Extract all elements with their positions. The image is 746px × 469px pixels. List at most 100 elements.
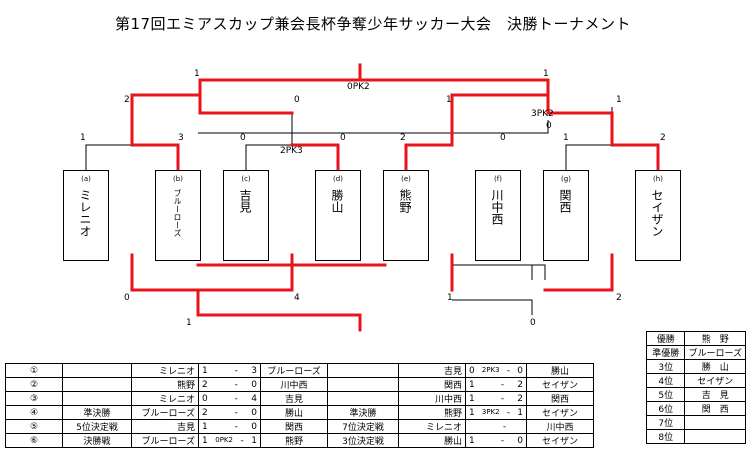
round-label (327, 377, 399, 392)
score: 2-0 (198, 405, 261, 420)
ranking-row: 8位 (645, 429, 746, 444)
ranking-row: 準優勝ブルーローズ (645, 345, 746, 360)
rank-team: 吉 見 (684, 387, 746, 402)
score-sf-right-pk: 3PK2 (531, 109, 554, 119)
score: 1-0 (465, 433, 527, 448)
pk-score: 2PK3 (481, 365, 500, 374)
score-r1-d: 0 (340, 133, 346, 143)
round-label: 準決勝 (62, 405, 132, 420)
dash: - (506, 365, 511, 376)
round-label: 決勝戦 (62, 433, 132, 448)
score-lower-right-2: 2 (616, 293, 622, 303)
away-score: 0 (517, 365, 523, 376)
dash: - (500, 435, 505, 446)
away-score: 0 (251, 407, 257, 418)
score: 1-2 (465, 377, 527, 392)
team-name: 吉見 (238, 189, 252, 213)
team-name: 勝山 (330, 189, 344, 213)
dash: - (234, 421, 238, 432)
team-name: ブルーローズ (173, 189, 182, 237)
score-final-pk: 0PK2 (347, 82, 370, 92)
ranking-row: 3位勝 山 (645, 359, 746, 374)
away-team: セイザン (526, 433, 594, 448)
team-box-e: (e) 熊野 (383, 170, 429, 261)
rank-team: ブルーローズ (684, 345, 746, 360)
home-score: 1 (469, 407, 475, 418)
score: - (465, 419, 527, 434)
rank-team: 熊 野 (684, 331, 746, 346)
team-code: (g) (561, 175, 571, 183)
score: 0-4 (198, 391, 261, 406)
home-team: 川中西 (398, 391, 466, 406)
score-lower-right-1: 1 (447, 293, 453, 303)
dash: - (500, 393, 505, 404)
home-team: 吉見 (398, 363, 466, 378)
score-lower-final-left: 1 (186, 318, 192, 328)
rank-label: 4位 (645, 373, 686, 388)
rank-label: 準優勝 (645, 345, 686, 360)
rank-team: セイザン (684, 373, 746, 388)
rank-label: 5位 (645, 387, 686, 402)
round-label: 3位決定戦 (327, 433, 399, 448)
away-score: 1 (251, 435, 257, 446)
home-score: 1 (202, 421, 208, 432)
away-score: 2 (517, 379, 523, 390)
away-score: 2 (517, 393, 523, 404)
score-r1-c: 0 (240, 133, 246, 143)
away-team: 勝山 (260, 405, 328, 420)
score-r1-g: 1 (563, 133, 569, 143)
dash: - (234, 379, 238, 390)
team-code: (a) (81, 175, 91, 183)
team-box-c: (c) 吉見 (223, 170, 269, 261)
score-final-right: 1 (543, 69, 549, 79)
team-code: (e) (401, 175, 411, 183)
score-r1-pk-cd: 2PK3 (280, 146, 303, 156)
score-sf-left-b: 0 (294, 95, 300, 105)
score-final-left: 1 (194, 69, 200, 79)
round-label: 7位決定戦 (327, 419, 399, 434)
home-team: 勝山 (398, 433, 466, 448)
round-label (327, 363, 399, 378)
home-team: 熊野 (131, 377, 199, 392)
score: 1-0 (198, 419, 261, 434)
match-number: ④ (5, 405, 63, 420)
team-box-b: (b) ブルーローズ (155, 170, 201, 261)
score-lower-final-right: 0 (530, 318, 536, 328)
team-name: 川中西 (490, 189, 504, 225)
team-code: (b) (173, 175, 183, 183)
dash: - (506, 407, 511, 418)
round-label (327, 391, 399, 406)
team-name: セイザン (650, 189, 664, 237)
away-score: 1 (517, 407, 523, 418)
rank-label: 優勝 (645, 331, 686, 346)
away-team: ブルーローズ (260, 363, 328, 378)
ranking-row: 優勝熊 野 (645, 331, 746, 346)
team-name: ミレニオ (78, 189, 92, 237)
team-box-d: (d) 勝山 (315, 170, 361, 261)
away-team: 吉見 (260, 391, 328, 406)
round-label (62, 391, 132, 406)
ranking-row: 6位関 西 (645, 401, 746, 416)
score-r1-b: 3 (178, 133, 184, 143)
match-number: ② (5, 377, 63, 392)
away-team: 川中西 (526, 419, 594, 434)
home-team: 熊野 (398, 405, 466, 420)
score-sf-left-a: 2 (124, 95, 130, 105)
team-code: (c) (241, 175, 251, 183)
rank-team: 関 西 (684, 401, 746, 416)
home-score: 1 (202, 365, 208, 376)
rank-team (684, 429, 746, 444)
match-number: ⑥ (5, 433, 63, 448)
pk-score: 0PK2 (215, 435, 233, 444)
team-name: 熊野 (398, 189, 412, 213)
dash: - (240, 435, 244, 446)
score: 2-0 (198, 377, 261, 392)
away-team: 関西 (260, 419, 328, 434)
score-lower-left-1: 0 (124, 293, 130, 303)
home-score: 1 (469, 393, 475, 404)
rank-label: 7位 (645, 415, 686, 430)
away-score: 0 (517, 435, 523, 446)
